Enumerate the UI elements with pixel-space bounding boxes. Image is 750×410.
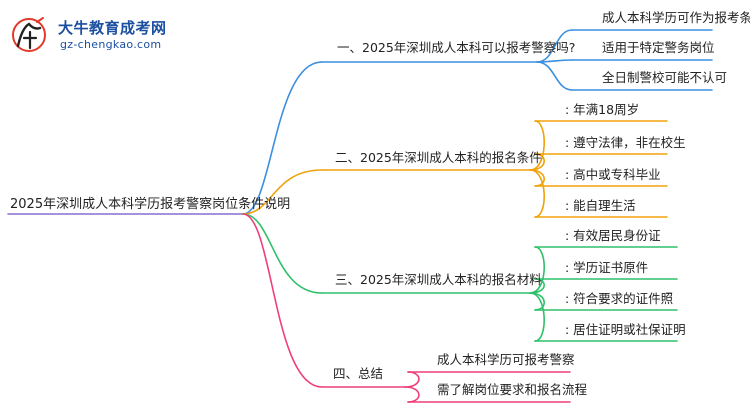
branch-4-child-1: 成人本科学历可报考警察 xyxy=(437,352,575,367)
branch-1-child-3-curve xyxy=(536,61,573,91)
branch-3-curve xyxy=(242,213,323,294)
mindmap-edges xyxy=(7,29,713,403)
branch-1-child-1-curve xyxy=(536,29,573,63)
branch-2-child-3: : 高中或专科毕业 xyxy=(565,167,661,182)
branch-1-child-1: 成人本科学历可作为报考条件 xyxy=(602,10,750,25)
branch-3-child-1-curve xyxy=(529,246,545,294)
branch-2-child-1-curve xyxy=(529,120,545,171)
branch-3-child-1: : 有效居民身份证 xyxy=(565,228,661,243)
branch-2-child-1: : 年满18周岁 xyxy=(565,102,640,117)
branch-2-child-4: : 能自理生活 xyxy=(565,198,636,213)
logo-name: 大牛教育成考网 xyxy=(58,19,167,37)
bull-logo-icon xyxy=(12,17,46,52)
branch-4-child-1-curve xyxy=(404,371,420,388)
branch-3-child-2: : 学历证书原件 xyxy=(565,260,649,275)
branch-2-label: 二、2025年深圳成人本科的报名条件 xyxy=(335,150,542,165)
branch-3-label: 三、2025年深圳成人本科的报名材料 xyxy=(335,272,542,287)
logo-url: gz-chengkao.com xyxy=(60,38,162,51)
branch-3-child-4-curve xyxy=(529,292,545,342)
branch-3-child-3: : 符合要求的证件照 xyxy=(565,291,674,306)
branch-2-child-2: : 遵守法律，非在校生 xyxy=(565,135,686,150)
root-node: 2025年深圳成人本科学历报考警察岗位条件说明 xyxy=(10,197,291,212)
branch-4-curve xyxy=(242,213,323,388)
branch-1-child-3: 全日制警校可能不认可 xyxy=(602,70,728,85)
branch-1-curve xyxy=(242,61,323,215)
branch-1-label: 一、2025年深圳成人本科可以报考警察吗? xyxy=(337,40,576,55)
branch-4-child-2: 需了解岗位要求和报名流程 xyxy=(437,382,588,397)
branch-4-child-2-curve xyxy=(404,386,420,403)
branch-1-child-2: 适用于特定警务岗位 xyxy=(602,40,715,55)
branch-4-label: 四、总结 xyxy=(333,366,384,381)
branch-2-curve xyxy=(242,169,323,215)
branch-2-child-4-curve xyxy=(529,169,545,218)
branch-3-child-4: : 居住证明或社保证明 xyxy=(565,322,686,337)
site-logo[interactable]: 大牛教育成考网 gz-chengkao.com xyxy=(8,14,178,56)
